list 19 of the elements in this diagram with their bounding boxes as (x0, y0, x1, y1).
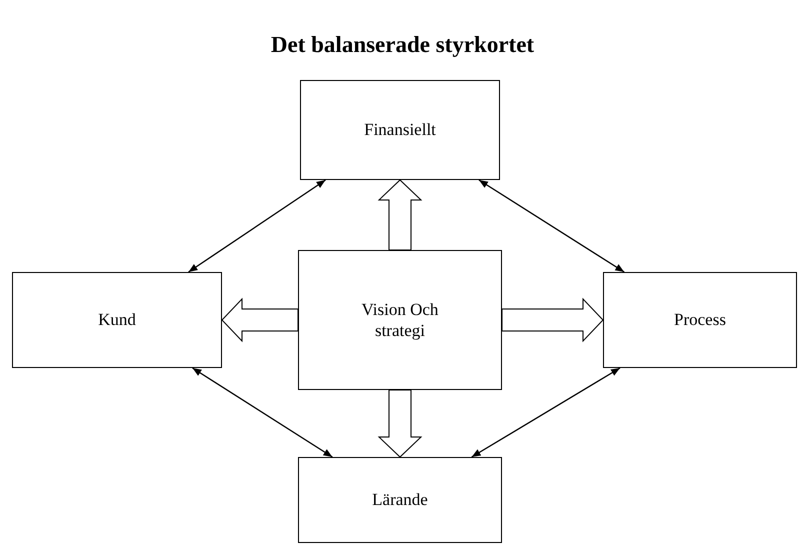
perspective-box (12, 272, 222, 368)
double-arrow (188, 179, 326, 273)
box-label: Finansiellt (364, 119, 436, 141)
perspective-box (603, 272, 797, 368)
double-arrow (192, 367, 333, 458)
block-arrow (378, 179, 422, 250)
perspective-box (300, 80, 500, 180)
double-arrow (471, 367, 620, 458)
box-label: Lärande (372, 489, 428, 511)
block-arrow (221, 298, 298, 342)
diagram-title: Det balanserade styrkortet (270, 31, 536, 59)
box-label: Kund (98, 309, 136, 331)
box-label: Process (674, 309, 726, 331)
box-label: Vision Och strategi (360, 298, 440, 342)
block-arrow (378, 390, 422, 458)
perspective-box (298, 250, 502, 390)
perspective-box (298, 457, 502, 543)
double-arrow (478, 179, 625, 273)
block-arrow (502, 298, 604, 342)
